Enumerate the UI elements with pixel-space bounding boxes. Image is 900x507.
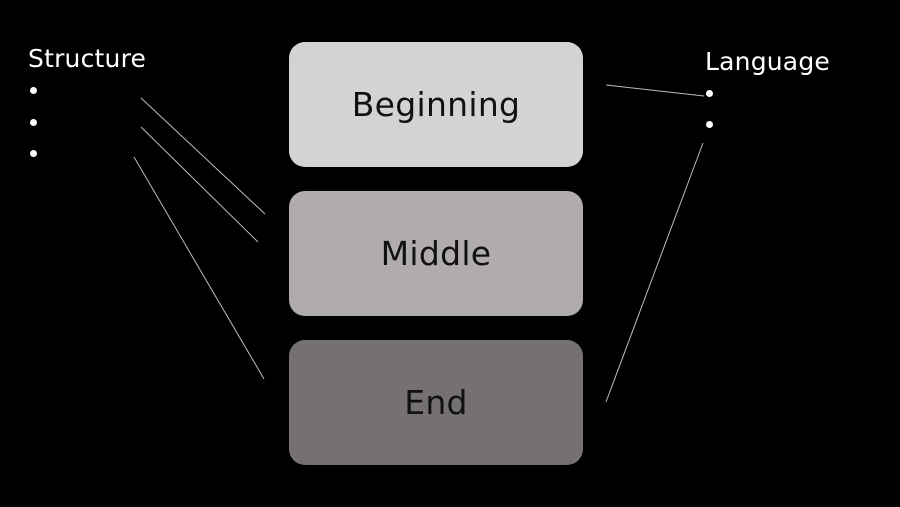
structure-bullet — [30, 150, 37, 157]
structure-bullet — [30, 119, 37, 126]
stage-box-beginning: Beginning — [289, 42, 583, 167]
stage-label: Beginning — [351, 85, 521, 124]
connector-structure-3 — [133, 156, 265, 380]
stage-box-middle: Middle — [289, 191, 583, 316]
structure-title: Structure — [28, 44, 147, 73]
stage-label: End — [404, 383, 468, 422]
stage-box-end: End — [289, 340, 583, 465]
language-bullet — [706, 90, 713, 97]
structure-bullet — [30, 87, 37, 94]
connector-language-1 — [605, 84, 705, 97]
connector-language-2 — [605, 142, 704, 403]
connector-structure-1 — [140, 97, 266, 215]
language-bullet — [706, 121, 713, 128]
stage-label: Middle — [380, 234, 492, 273]
connector-structure-2 — [140, 126, 259, 243]
language-title: Language — [705, 47, 830, 76]
